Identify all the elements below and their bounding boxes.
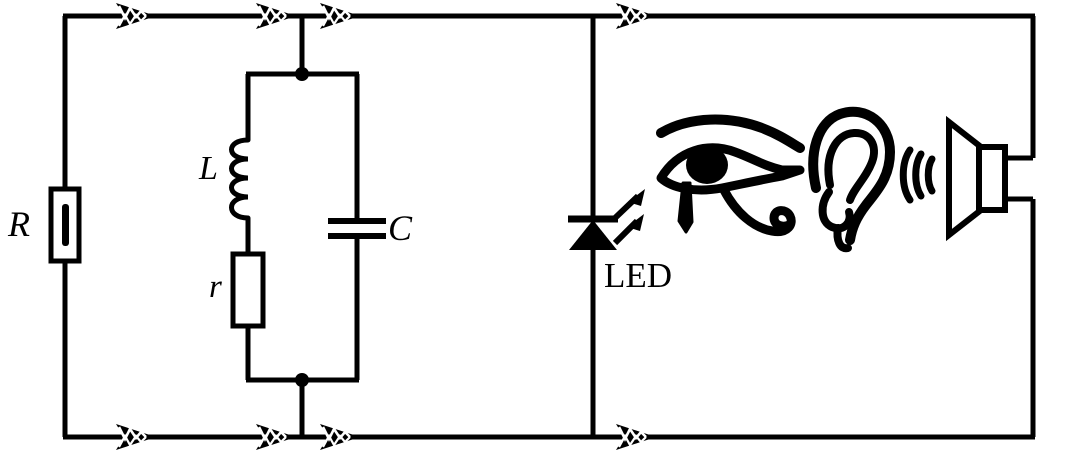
ear-antihelix: [824, 129, 878, 204]
label-resistor-r: r: [209, 269, 222, 305]
current-direction-arrows: [114, 1, 658, 452]
resistor-r-body: [230, 251, 266, 329]
led-symbol: [568, 189, 645, 250]
eye-spiral-tail: [719, 185, 796, 237]
ear-tragus: [818, 188, 854, 233]
ear-lobe: [833, 224, 852, 253]
ear-icon: [808, 106, 936, 253]
inductor-L-coil: [229, 137, 251, 221]
resistor-r-symbol: [230, 251, 266, 329]
led-ray-2-head: [627, 214, 644, 231]
label-capacitor-C: C: [388, 208, 413, 248]
sound-arc-3: [924, 155, 936, 195]
inductor-L-symbol: [229, 137, 251, 221]
sound-arc-1: [899, 146, 914, 204]
resistor-R-symbol: [48, 186, 82, 264]
led-emission-arrows: [612, 189, 645, 246]
eye-teardrop-marking: [677, 181, 694, 234]
eye-of-horus-icon: [656, 114, 805, 237]
eye-brow: [656, 114, 805, 153]
sound-wave-arcs: [899, 146, 936, 204]
resistor-R-inner-bar: [62, 204, 69, 246]
label-inductor-L: L: [199, 150, 218, 187]
eye-pupil: [686, 146, 728, 184]
ear-outer-helix: [808, 106, 895, 245]
label-resistor-R: R: [8, 204, 30, 244]
loudspeaker-icon: [946, 115, 1008, 242]
sound-arc-2: [912, 150, 925, 200]
led-ray-1-head: [628, 189, 645, 206]
capacitor-C-symbol: [328, 218, 386, 239]
speaker-body: [976, 144, 1008, 213]
wire-network: [62, 13, 1036, 440]
junction-dots: [295, 67, 309, 387]
junction-lc-bottom: [295, 373, 309, 387]
label-led: LED: [604, 256, 673, 295]
junction-lc-top: [295, 67, 309, 81]
led-anode-triangle: [569, 220, 617, 250]
